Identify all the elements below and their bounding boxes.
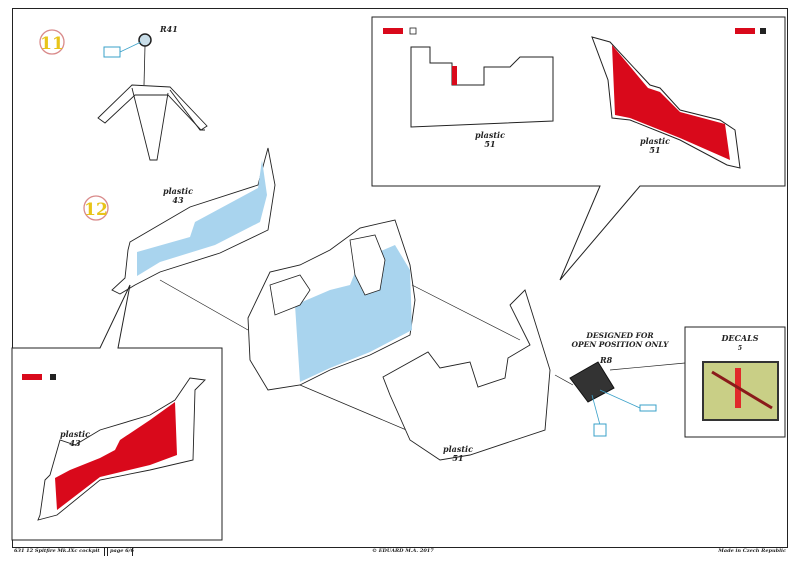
decals-title: DECALS — [720, 333, 758, 343]
r8-part — [569, 361, 615, 403]
plastic-43-label-line2: 43 — [172, 195, 184, 205]
paint-swatch-red — [383, 28, 403, 34]
callout-bl-label-line1: plastic — [60, 429, 90, 439]
step-11-number: 11 — [40, 34, 64, 54]
callout-right-label-line1: plastic — [640, 136, 670, 146]
lower-51-label-line1: plastic — [443, 444, 473, 454]
footer-divider — [104, 547, 108, 556]
plastic-51-flat-part — [410, 46, 554, 128]
step-11-ring — [39, 29, 65, 55]
paint-swatch-red-3 — [22, 374, 42, 380]
callout-left-label-line2: 51 — [484, 139, 495, 149]
callout-top: plastic 51 plastic 51 — [371, 16, 786, 281]
footer-divider-2 — [132, 547, 133, 556]
step-12-ring — [83, 195, 109, 221]
r41-tag-leader — [119, 41, 142, 53]
footer-copyright: © EDUARD M.A. 2017 — [372, 548, 434, 554]
plastic-43-paint-area — [137, 160, 267, 276]
r8-label: R8 — [599, 355, 613, 365]
plastic-51-flat-paint — [452, 66, 457, 85]
assembly-line-2 — [411, 284, 521, 341]
assembly-line-1 — [159, 279, 249, 331]
plastic-43-callout-paint — [55, 402, 177, 510]
r41-leader — [143, 45, 146, 86]
color-tag-c5 — [593, 423, 607, 437]
callout-bl-label-line2: 43 — [69, 438, 81, 448]
plastic-51-curved-paint — [612, 45, 730, 160]
footer: 631 12 Spitfire Mk.IXc cockpit page 6/6 … — [12, 547, 788, 556]
step-12-number: 12 — [84, 200, 108, 220]
callout-right-label-line2: 51 — [649, 145, 660, 155]
color-tag-r41 — [103, 46, 121, 58]
decal-number: 5 — [738, 345, 742, 352]
plastic-51-lower-part — [382, 289, 551, 461]
step-11: 11 R41 — [39, 24, 208, 161]
design-note-line2: OPEN POSITION ONLY — [571, 340, 669, 349]
r41-part — [138, 33, 152, 47]
decal-strap — [711, 370, 773, 410]
paint-spray-icon — [409, 27, 417, 35]
seat-frame-part — [97, 84, 208, 131]
step-12: 12 plastic 43 — [83, 147, 276, 295]
r41-label: R41 — [159, 24, 178, 34]
callout-top-box — [371, 16, 786, 281]
footer-origin: Made in Czech Republic — [718, 548, 786, 554]
callout-bottom-left: plastic 43 — [11, 284, 223, 541]
paint-swatch-red-2 — [735, 28, 755, 34]
footer-title: 631 12 Spitfire Mk.IXc cockpit — [14, 548, 100, 554]
callout-left-label-line1: plastic — [475, 130, 505, 140]
design-note-line1: DESIGNED FOR — [585, 331, 653, 340]
main-assembly: plastic 51 DESIGNED FOR OPEN POSITION ON… — [159, 219, 686, 463]
color-tag-c84 — [639, 404, 657, 412]
plastic-43-label-line1: plastic — [163, 186, 193, 196]
paint-brush-icon — [760, 28, 766, 34]
footer-page: page 6/6 — [110, 548, 134, 554]
cockpit-interior-paint — [295, 245, 412, 382]
lower-51-label-line2: 51 — [452, 453, 463, 463]
paint-brush-icon-2 — [50, 374, 56, 380]
page-frame — [12, 8, 788, 548]
decals-box: DECALS 5 — [684, 326, 786, 438]
